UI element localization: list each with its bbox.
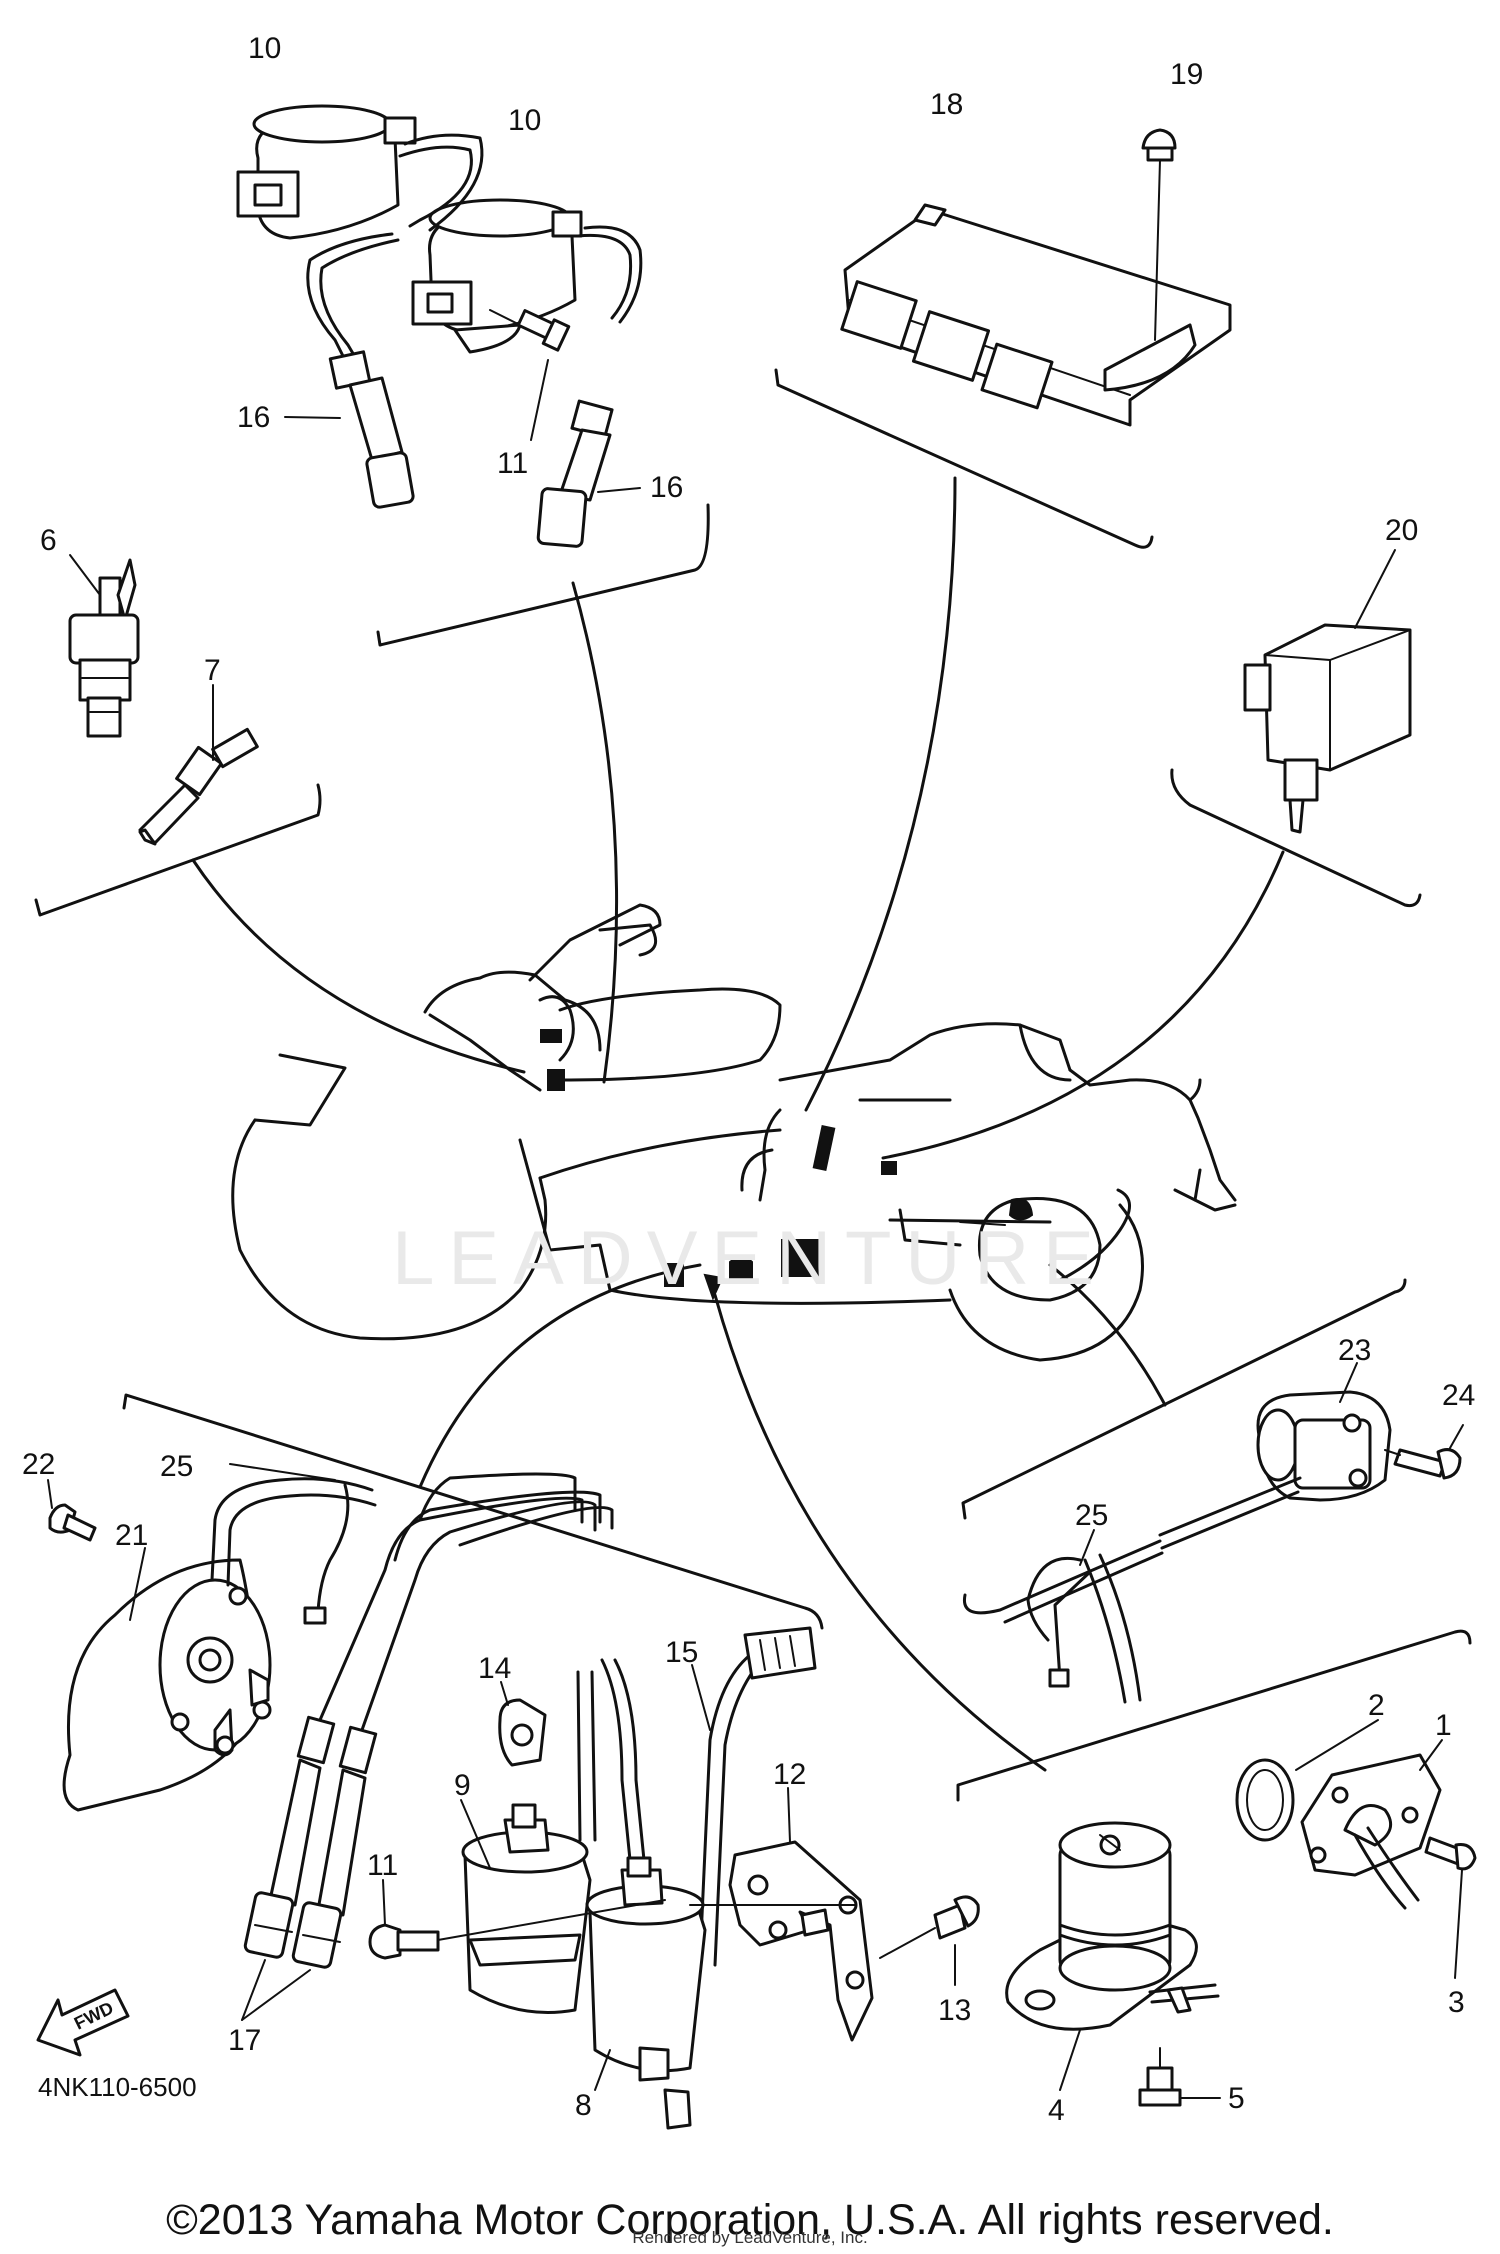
callout-16: 16 xyxy=(650,471,683,504)
leader-cdi-to-bike xyxy=(804,476,957,1112)
callout-3: 3 xyxy=(1448,1986,1465,2019)
callout-11: 11 xyxy=(497,447,528,480)
group-frame-sensors xyxy=(34,783,322,917)
motorcycle-silhouette xyxy=(231,903,1237,1362)
leader-relay-to-bike xyxy=(881,850,1285,1160)
part-25-wire-lead-left xyxy=(210,1477,377,1625)
group-frame-ignition-coils xyxy=(376,503,710,647)
callout-8: 8 xyxy=(575,2089,592,2122)
part-21-horn xyxy=(62,1558,272,1812)
callout-25: 25 xyxy=(1075,1499,1108,1532)
leader-sensors-to-bike xyxy=(191,858,526,1074)
part-1-sender-unit xyxy=(1300,1753,1477,1910)
part-7-thermo-sensor xyxy=(138,727,259,846)
part-19-screw xyxy=(1141,128,1177,341)
callout-23: 23 xyxy=(1338,1334,1371,1367)
part-17-plug-leads xyxy=(243,1472,614,1969)
part-14-clamp xyxy=(498,1698,547,1767)
leader-fuel-to-bike xyxy=(713,1293,1047,1772)
part-22-bolt xyxy=(48,1503,97,1542)
group-frame-speed-sensor xyxy=(961,1278,1407,1520)
callout-20: 20 xyxy=(1385,514,1418,547)
group-frame-horn-coils xyxy=(122,1393,824,1630)
callout-1: 1 xyxy=(1435,1709,1452,1742)
callout-19: 19 xyxy=(1170,58,1203,91)
callout-6: 6 xyxy=(40,524,57,557)
callout-14: 14 xyxy=(478,1652,511,1685)
part-16-plug-cap-right xyxy=(536,399,614,548)
part-9-ignition-coil xyxy=(461,1658,646,2014)
callout-18: 18 xyxy=(930,88,963,121)
fwd-arrow: FWD xyxy=(36,1988,130,2057)
part-24-bolt xyxy=(1384,1448,1462,1480)
part-13-bolt xyxy=(879,1895,980,1959)
callout-12: 12 xyxy=(773,1758,806,1791)
leader-horn-to-bike xyxy=(418,1263,702,1489)
part-6-thermo-switch xyxy=(68,558,140,738)
drawing-number: 4NK110-6500 xyxy=(38,2072,197,2102)
leader-arrowhead xyxy=(703,1273,724,1301)
leader-coils-to-bike xyxy=(571,581,619,1084)
part-25-wire-lead-right xyxy=(962,1539,1164,1704)
rendered-by-notice: Rendered by LeadVenture, Inc. xyxy=(632,2228,868,2247)
part-10-ignition-coil-upper-left xyxy=(236,104,417,240)
callout-7: 7 xyxy=(204,654,221,687)
callout-9: 9 xyxy=(454,1769,471,1802)
part-12-bracket xyxy=(689,1840,874,2042)
callout-25: 25 xyxy=(160,1450,193,1483)
part-5-bolt xyxy=(1138,2047,1221,2107)
part-8-ignition-coil xyxy=(585,1856,707,2130)
part-18-cdi-unit xyxy=(840,203,1232,427)
part-4-fuel-pump xyxy=(1005,1821,1220,2031)
copyright-notice: ©2013 Yamaha Motor Corporation, U.S.A. A… xyxy=(166,2196,1334,2244)
callout-4: 4 xyxy=(1048,2094,1065,2127)
callout-5: 5 xyxy=(1228,2082,1245,2115)
group-frame-relay xyxy=(1170,768,1422,907)
callout-10: 10 xyxy=(248,32,281,65)
callout-2: 2 xyxy=(1368,1689,1385,1722)
part-10-ignition-coil-upper-right xyxy=(411,198,583,354)
group-frame-cdi-unit xyxy=(774,368,1154,549)
watermark: LEADVENTURE xyxy=(392,1216,1108,1301)
part-23-speed-sensor xyxy=(1158,1390,1392,1550)
part-2-o-ring xyxy=(1235,1758,1295,1842)
callout-24: 24 xyxy=(1442,1379,1475,1412)
callout-16: 16 xyxy=(237,401,270,434)
callout-15: 15 xyxy=(665,1636,698,1669)
callout-21: 21 xyxy=(115,1519,148,1552)
part-20-relay xyxy=(1243,623,1412,834)
callout-17: 17 xyxy=(228,2024,261,2057)
callout-22: 22 xyxy=(22,1448,55,1481)
leader-speed-to-bike xyxy=(1048,1263,1167,1407)
group-frame-fuel-pump xyxy=(956,1629,1472,1802)
part-11-bolt-upper xyxy=(489,309,571,352)
callout-13: 13 xyxy=(938,1994,971,2027)
callout-numbers: 10 10 18 19 16 16 11 6 7 20 25 22 21 14 … xyxy=(22,32,1475,2127)
callout-10: 10 xyxy=(508,104,541,137)
callout-11: 11 xyxy=(367,1849,398,1882)
part-16-plug-cap-left xyxy=(328,350,415,509)
part-11-bolt-lower xyxy=(368,1899,666,1960)
part-15-wire-lead xyxy=(698,1626,817,1967)
part-10-high-tension-leads xyxy=(398,145,473,228)
